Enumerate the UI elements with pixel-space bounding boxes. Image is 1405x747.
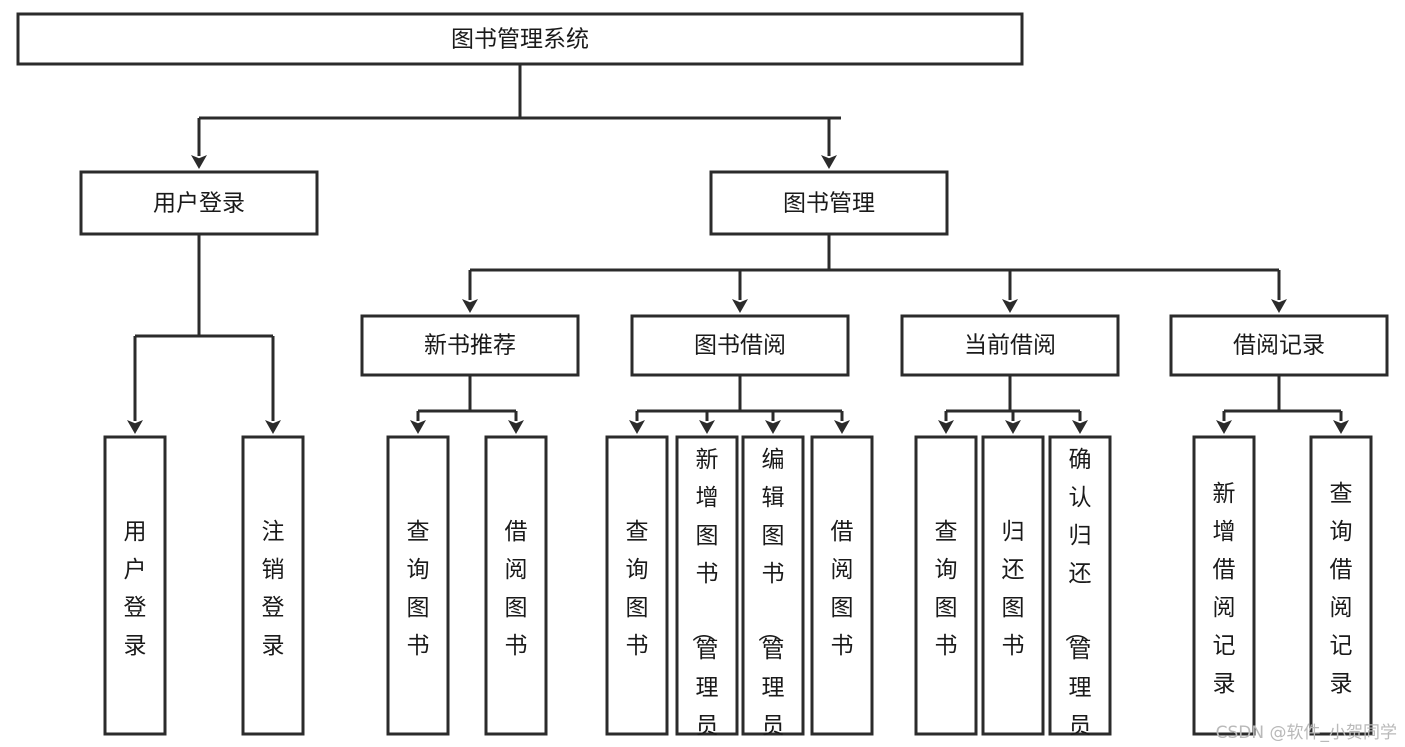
node-borrow-records[interactable]: 借阅记录 (1169, 314, 1389, 377)
leaf-node-label: 归还图书 (1002, 519, 1025, 659)
leaf-node-label: 查询借阅记录 (1330, 481, 1353, 697)
leaf-node[interactable]: 查询图书 (914, 435, 978, 736)
leaf-node-label: 借阅图书 (831, 519, 854, 659)
leaf-node[interactable]: 查询借阅记录 (1309, 435, 1373, 736)
connector-borrow-to-leaves (629, 375, 850, 434)
leaf-node-label: 借阅图书 (505, 519, 528, 659)
node-root[interactable]: 图书管理系统 (16, 12, 1024, 66)
leaf-node[interactable]: 借阅图书 (484, 435, 548, 736)
node-book-management[interactable]: 图书管理 (709, 170, 949, 236)
leaf-node-label: 新增图书（管理员） (690, 447, 719, 747)
node-root-label: 图书管理系统 (451, 27, 589, 53)
connector-userlogin-to-leaves (127, 234, 281, 434)
connector-records-to-leaves (1216, 375, 1349, 434)
connector-newbooks-to-leaves (410, 375, 524, 434)
leaf-node[interactable]: 查询图书 (386, 435, 450, 736)
leaf-node[interactable]: 用户登录 (103, 435, 167, 736)
connector-bookmgmt-to-level3 (462, 234, 1287, 313)
connector-root-to-level2 (191, 64, 841, 169)
leaf-node-label: 查询图书 (626, 519, 649, 659)
leaf-node[interactable]: 新增图书（管理员） (675, 435, 739, 747)
leaf-node-label: 用户登录 (124, 519, 147, 659)
leaf-node[interactable]: 编辑图书（管理员） (741, 435, 805, 747)
node-book-borrow-label: 图书借阅 (694, 333, 786, 359)
leaf-node[interactable]: 确认归还（管理员） (1048, 435, 1112, 747)
node-book-borrow[interactable]: 图书借阅 (630, 314, 850, 377)
leaf-node[interactable]: 新增借阅记录 (1192, 435, 1256, 736)
leaf-node-label: 查询图书 (935, 519, 958, 659)
node-new-book-recommend-label: 新书推荐 (424, 333, 516, 359)
leaf-node-layer: 用户登录 注销登录 查询图书 借阅图书 查询图书 新增图书（管理员） 编辑图书（管理员） 借阅… (103, 435, 1373, 747)
leaf-node[interactable]: 查询图书 (605, 435, 669, 736)
node-book-management-label: 图书管理 (783, 191, 875, 217)
node-borrow-records-label: 借阅记录 (1233, 333, 1325, 359)
connector-current-to-leaves (938, 375, 1088, 434)
node-current-borrow-label: 当前借阅 (964, 333, 1056, 359)
node-user-login-label: 用户登录 (153, 191, 245, 217)
leaf-node-label: 查询图书 (407, 519, 430, 659)
leaf-node-label: 新增借阅记录 (1213, 481, 1236, 697)
leaf-node-label: 注销登录 (262, 519, 285, 659)
node-current-borrow[interactable]: 当前借阅 (900, 314, 1120, 377)
node-new-book-recommend[interactable]: 新书推荐 (360, 314, 580, 377)
leaf-node-label: 编辑图书（管理员） (756, 447, 785, 747)
leaf-node[interactable]: 注销登录 (241, 435, 305, 736)
leaf-node-label: 确认归还（管理员） (1063, 447, 1092, 747)
csdn-watermark: CSDN @软件_小贺同学 (1215, 723, 1397, 743)
leaf-node[interactable]: 借阅图书 (810, 435, 874, 736)
node-user-login[interactable]: 用户登录 (79, 170, 319, 236)
leaf-node[interactable]: 归还图书 (981, 435, 1045, 736)
